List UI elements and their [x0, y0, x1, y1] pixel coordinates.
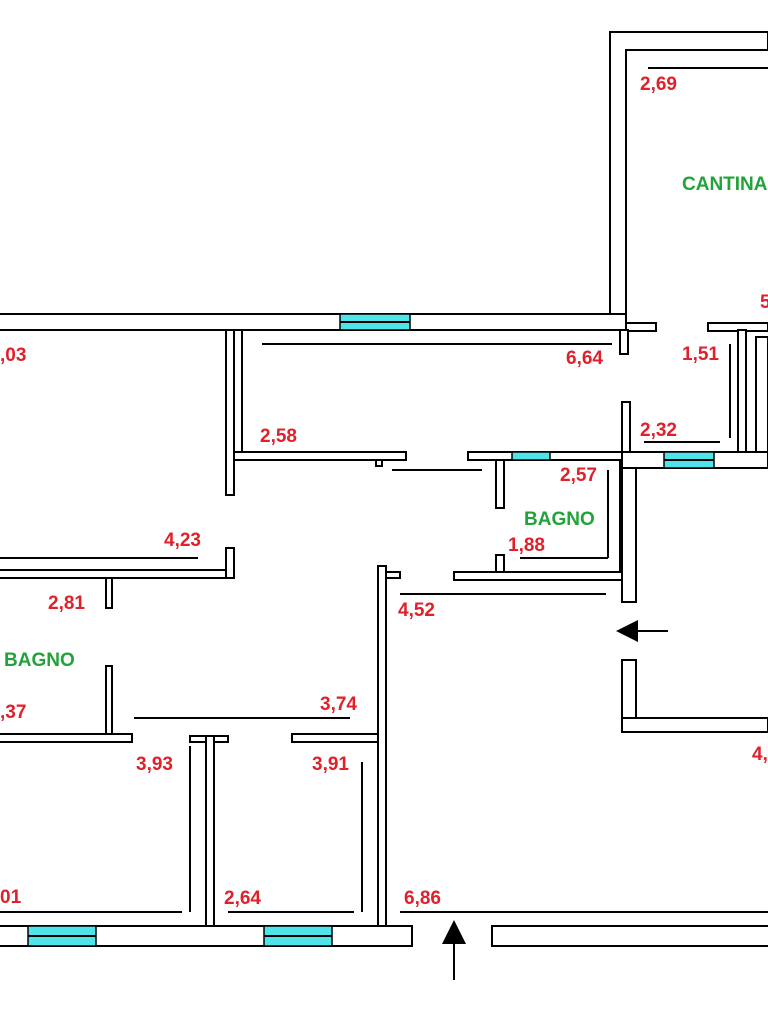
arrow-left-icon: [616, 620, 668, 642]
wall-bagno-right-left: [495, 459, 505, 509]
dimension-label: 4,23: [164, 530, 201, 551]
dimension-label: 2,64: [224, 888, 261, 909]
window-bagno-right: [511, 451, 551, 461]
dimension-label: 1,88: [508, 535, 545, 556]
dimension-label: 3,74: [320, 694, 357, 715]
wall-right-entry-upper: [621, 467, 637, 603]
wall-small-room-right: [737, 329, 747, 453]
wall-corridor-left: [233, 329, 243, 453]
wall-central-vertical: [377, 565, 387, 947]
room-label-bagno-right: BAGNO: [524, 509, 595, 530]
dimension-label: 6,86: [404, 888, 441, 909]
dimension-label: 5: [760, 292, 768, 313]
dimension-label: 2,57: [560, 465, 597, 486]
wall-bottom-right: [491, 925, 768, 947]
wall-bagno-left-top-stub: [105, 577, 113, 609]
wall-bottom-divider-b-top: [291, 733, 379, 743]
dimension-label: 2,69: [640, 74, 677, 95]
wall-corridor-door-post: [375, 459, 383, 467]
wall-east-inner: [755, 336, 768, 453]
wall-right-bottom: [621, 717, 768, 733]
dimension-label: 2,81: [48, 593, 85, 614]
room-label-bagno-left: BAGNO: [4, 650, 75, 671]
wall-central-stub: [385, 571, 401, 579]
dimension-label: 3,91: [312, 754, 349, 775]
wall-corridor-bottom-left: [233, 451, 407, 461]
walls: [0, 31, 768, 947]
dimension-label: ,37: [0, 702, 26, 723]
wall-bagno-left-east: [105, 665, 113, 735]
wall-bagno-left-bottom: [0, 733, 133, 743]
dimension-label: 01: [0, 887, 22, 908]
wall-bottom-divider-a: [205, 735, 215, 927]
dimension-label: 3,93: [136, 754, 173, 775]
dimension-label: 4,52: [398, 600, 435, 621]
dimension-label: 1,51: [682, 344, 719, 365]
wall-corridor-right-stub: [619, 329, 629, 355]
dimension-label: 2,58: [260, 426, 297, 447]
wall-bagno-right-bottom: [453, 571, 629, 581]
dimension-label: 2,32: [640, 420, 677, 441]
wall-left-room-corner: [225, 547, 235, 579]
wall-cantina-bottom-stub: [625, 322, 657, 332]
dimension-labels: 2,69 5 ,03 6,64 1,51 2,58 2,32 2,57 4,23…: [0, 74, 768, 909]
room-label-cantina: CANTINA: [682, 174, 768, 195]
dimension-label: ,03: [0, 345, 26, 366]
dimension-label: 6,64: [566, 348, 603, 369]
wall-small-room-left: [621, 401, 631, 453]
wall-left-room-vertical: [225, 329, 235, 496]
dimension-label: 4,: [752, 744, 768, 765]
arrow-up-icon: [442, 920, 466, 980]
wall-top: [0, 313, 627, 331]
wall-left-room-bottom: [0, 569, 233, 579]
windows: [27, 313, 715, 947]
